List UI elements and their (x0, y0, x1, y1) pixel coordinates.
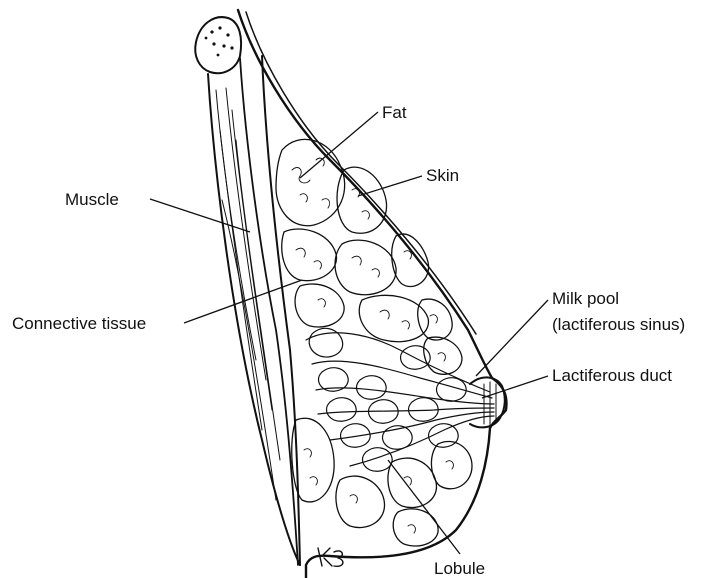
milk-pool-leader (476, 300, 548, 376)
muscle-layer (208, 58, 300, 565)
label-milk-pool: Milk pool (552, 289, 619, 308)
label-connective-tissue: Connective tissue (12, 314, 146, 333)
label-lactiferous-duct: Lactiferous duct (552, 366, 672, 385)
label-fat: Fat (382, 103, 407, 122)
label-lactiferous-sinus: (lactiferous sinus) (552, 315, 685, 334)
label-skin: Skin (426, 166, 459, 185)
rib-bone (195, 17, 241, 73)
label-muscle: Muscle (65, 190, 119, 209)
muscle-leader (150, 199, 250, 232)
label-lobule: Lobule (434, 559, 485, 578)
lower-fat-tissue (292, 418, 472, 546)
skin-leader (358, 176, 422, 196)
